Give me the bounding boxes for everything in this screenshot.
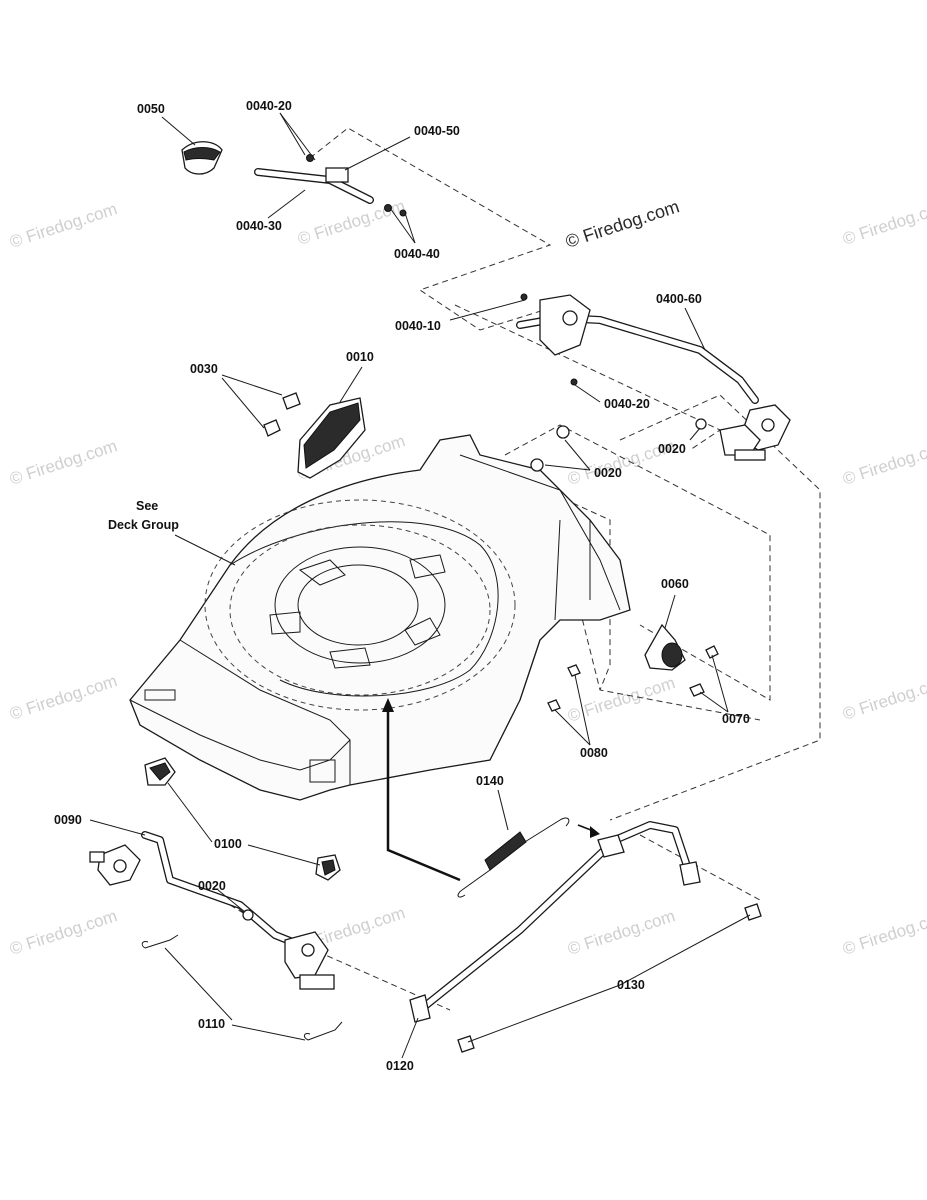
- label-0110: 0110: [198, 1017, 225, 1031]
- spring-0140: [457, 817, 570, 898]
- label-0040-50: 0040-50: [414, 124, 460, 138]
- label-0120: 0120: [386, 1059, 414, 1073]
- rear-axle-rod-0090: [89, 831, 335, 990]
- linkage-rod-0120: [409, 821, 701, 1023]
- bolts-0080: [547, 664, 581, 712]
- label-0100: 0100: [214, 837, 242, 851]
- label-0130: 0130: [617, 978, 645, 992]
- watermark-main: © Firedog.com: [563, 196, 682, 252]
- watermark: © Firedog.com: [565, 906, 677, 959]
- lever-rod-0040-30: [254, 154, 407, 217]
- watermark: © Firedog.com: [840, 436, 927, 489]
- mower-deck: [129, 434, 631, 801]
- watermark: © Firedog.com: [295, 196, 407, 249]
- label-0020-right: 0020: [658, 442, 686, 456]
- label-0040-10: 0040-10: [395, 319, 441, 333]
- label-0040-20-top: 0040-20: [246, 99, 292, 113]
- watermark: © Firedog.com: [840, 196, 927, 249]
- pivot-bracket-0060: [644, 623, 719, 697]
- handle-knob-0050: [181, 141, 223, 175]
- watermark: © Firedog.com: [7, 906, 119, 959]
- label-0140: 0140: [476, 774, 504, 788]
- direction-arrow: [382, 698, 600, 882]
- label-0050: 0050: [137, 102, 165, 116]
- label-0040-20-mid: 0040-20: [604, 397, 650, 411]
- watermark: © Firedog.com: [840, 906, 927, 959]
- label-0060: 0060: [661, 577, 689, 591]
- leader-lines: [89, 112, 751, 1059]
- label-0030: 0030: [190, 362, 218, 376]
- label-0080: 0080: [580, 746, 608, 760]
- clips-0110: [141, 934, 343, 1041]
- nuts-0020: [530, 425, 570, 472]
- height-adjust-plate-0010: [263, 392, 366, 479]
- label-deck-group: Deck Group: [108, 518, 179, 532]
- watermark: © Firedog.com: [7, 671, 119, 724]
- label-0400-60: 0400-60: [656, 292, 702, 306]
- bracket-0100: [144, 757, 341, 881]
- watermark: © Firedog.com: [7, 199, 119, 252]
- part-labels: 0050 0040-20 0040-50 0040-30 0040-40 004…: [54, 99, 750, 1073]
- label-see: See: [136, 499, 158, 513]
- label-0090: 0090: [54, 813, 82, 827]
- label-0070: 0070: [722, 712, 750, 726]
- watermark: © Firedog.com: [565, 673, 677, 726]
- label-0020-left: 0020: [198, 879, 226, 893]
- watermark: © Firedog.com: [840, 671, 927, 724]
- watermark: © Firedog.com: [7, 436, 119, 489]
- label-0010: 0010: [346, 350, 374, 364]
- label-0040-30: 0040-30: [236, 219, 282, 233]
- height-adjust-bracket: [516, 293, 791, 461]
- label-0040-40: 0040-40: [394, 247, 440, 261]
- label-0020-center: 0020: [594, 466, 622, 480]
